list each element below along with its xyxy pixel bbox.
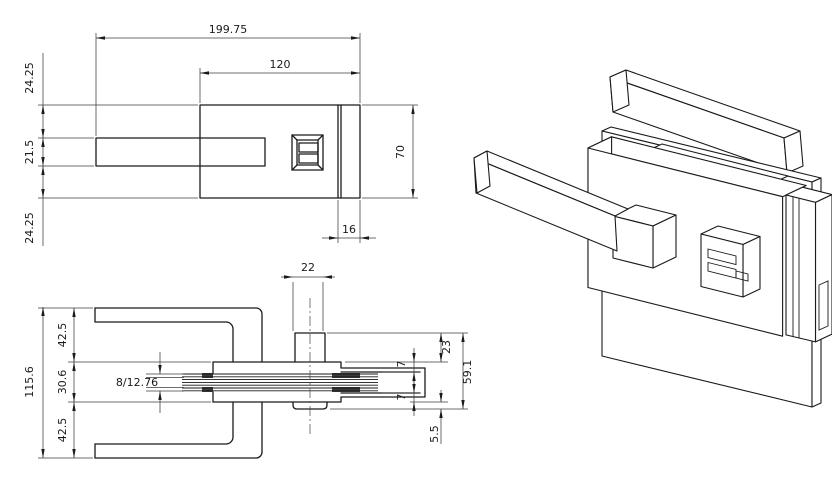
dimension-arrowhead (41, 157, 45, 166)
dim-total-length: 199.75 (209, 23, 248, 36)
front-view-extension-lines (38, 33, 418, 243)
dimension-arrowhead (158, 391, 162, 400)
thumbturn-slot-1 (298, 142, 319, 153)
dimension-arrowhead (41, 307, 45, 316)
dimension-arrowhead (284, 275, 293, 279)
front-view: 199.75 120 70 16 24.25 21.5 24.25 (23, 23, 418, 246)
dim-spindle-width: 22 (301, 261, 315, 274)
dimension-arrowhead (411, 105, 415, 114)
dimension-arrowhead (412, 353, 416, 362)
dim-boss-to-nut: 59.1 (461, 360, 474, 385)
dim-offset-bottom: 24.25 (23, 212, 36, 244)
dim-cap-width: 16 (342, 223, 356, 236)
front-view-geometry (95, 104, 361, 199)
dimension-arrowhead (439, 333, 443, 342)
dim-overall-depth: 115.6 (23, 366, 36, 398)
dimension-arrowhead (96, 36, 105, 40)
lock-body-outline (199, 104, 361, 199)
thumbturn-boss-plan (294, 332, 326, 363)
section-view: 22 115.6 42.5 30.6 42.5 8/12.76 23 7 7 5… (23, 261, 474, 459)
dimension-arrowhead (411, 189, 415, 198)
dim-lever-front: 42.5 (56, 323, 69, 348)
dimension-arrowhead (41, 138, 45, 147)
dim-body-width: 120 (270, 58, 291, 71)
section-view-geometry (94, 298, 426, 459)
gasket-left-bottom (202, 387, 213, 392)
iso-front-lever-neck (612, 204, 677, 269)
iso-edge-cap (785, 186, 832, 343)
dimension-arrowhead (72, 402, 76, 411)
iso-thumbturn (700, 225, 761, 298)
dimension-arrowhead (41, 449, 45, 458)
section-view-extension-lines (38, 282, 468, 459)
dim-lip-back: 7 (395, 394, 408, 401)
front-lever-inner (94, 401, 234, 445)
back-lever-outer (94, 307, 263, 363)
dimension-arrowhead (323, 275, 332, 279)
clamp-body-outline (212, 361, 426, 403)
isometric-view (473, 69, 832, 408)
dim-lip-front: 7 (395, 361, 408, 368)
lever-grip-outline (95, 137, 266, 167)
dim-glass-range: 8/12.76 (116, 376, 158, 389)
gasket-left-top (202, 373, 213, 378)
dimension-arrowhead (351, 36, 360, 40)
dimension-arrowhead (158, 365, 162, 374)
dimension-arrowhead (72, 362, 76, 371)
dimension-arrowhead (72, 353, 76, 362)
dimension-arrowhead (412, 372, 416, 381)
dimension-arrowhead (461, 400, 465, 409)
dimension-arrowhead (200, 71, 209, 75)
dimension-arrowheads (41, 36, 465, 458)
dim-body-height: 70 (394, 145, 407, 159)
dimension-arrowhead (72, 393, 76, 402)
dim-latch-plate: 5.5 (428, 425, 441, 443)
dimension-arrowhead (412, 384, 416, 393)
front-view-dimension-lines (42, 37, 414, 246)
dimension-arrowhead (412, 402, 416, 411)
dim-lever-section: 21.5 (23, 140, 36, 165)
dimension-arrowhead (41, 166, 45, 175)
back-lever-inner (94, 321, 234, 363)
iso-front-lever-grip (473, 150, 629, 252)
dimension-arrowhead (41, 189, 45, 198)
dim-offset-top: 24.25 (23, 62, 36, 94)
dimension-arrowhead (351, 71, 360, 75)
iso-latch-opening (818, 280, 829, 331)
dimension-arrowhead (329, 236, 338, 240)
thumbturn-outer-square (291, 134, 324, 171)
dim-lever-back: 42.5 (56, 418, 69, 443)
gasket-right-top (332, 373, 360, 378)
gasket-right-bottom (332, 387, 360, 392)
dimension-arrowhead (439, 393, 443, 402)
glass-hatch-lines (182, 373, 378, 392)
dim-boss-height: 23 (440, 340, 453, 354)
dimension-arrowhead (41, 105, 45, 114)
dimension-arrowhead (72, 308, 76, 317)
dim-body-depth: 30.6 (56, 370, 69, 395)
front-lever-outer (94, 401, 263, 459)
dimension-arrowhead (439, 409, 443, 418)
dimension-arrowhead (461, 333, 465, 342)
dimension-arrowhead (439, 353, 443, 362)
dimension-arrowhead (72, 449, 76, 458)
dimension-arrowhead (41, 129, 45, 138)
dimension-arrowhead (360, 236, 369, 240)
thumbturn-chamfers (291, 134, 324, 171)
thumbturn-slot-2 (298, 153, 319, 164)
